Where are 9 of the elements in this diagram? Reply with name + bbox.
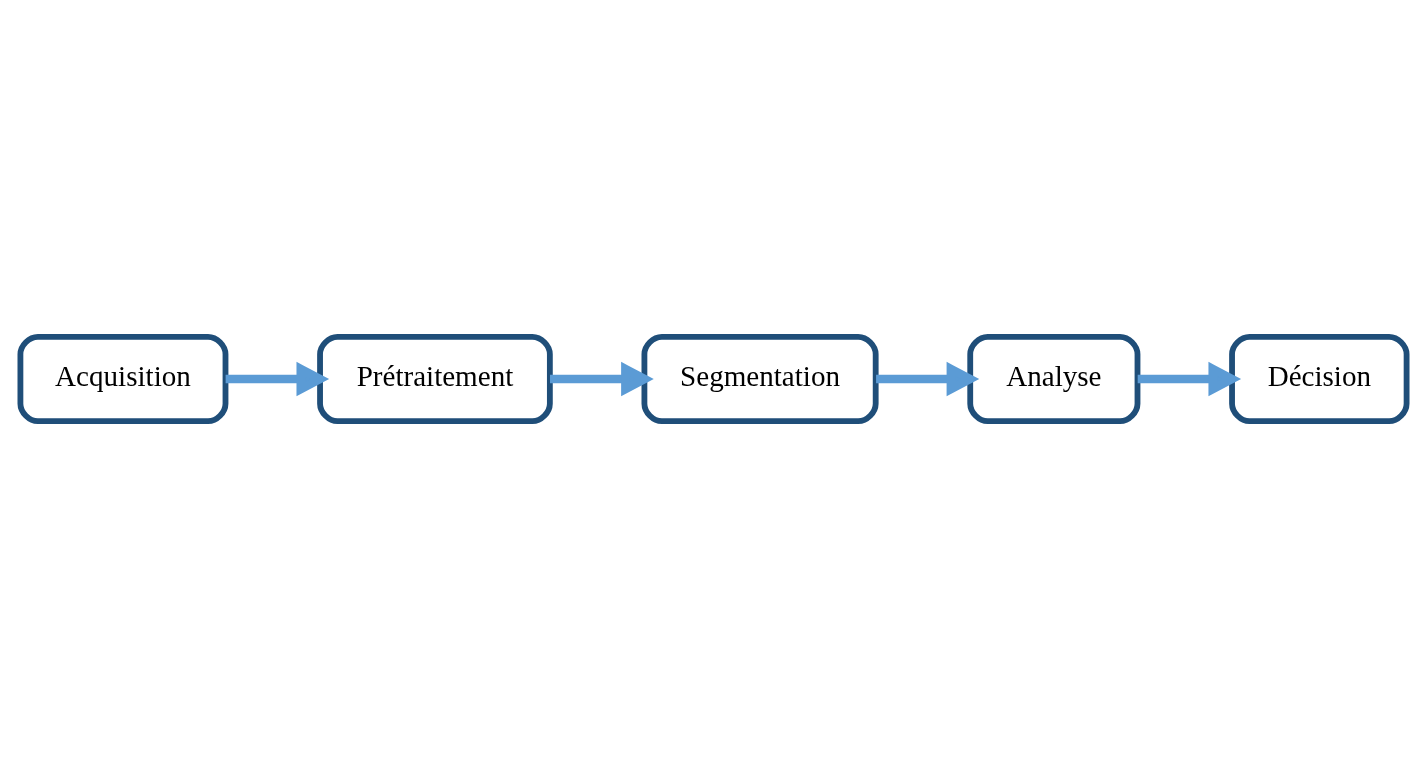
arrow — [876, 361, 980, 397]
node-box: Segmentation — [641, 333, 879, 425]
node-box: Analyse — [967, 333, 1141, 425]
arrow — [1137, 361, 1242, 397]
node-box: Décision — [1229, 333, 1410, 425]
node-box: Acquisition — [17, 333, 229, 425]
arrow — [550, 361, 654, 397]
arrow — [225, 361, 330, 397]
node-box: Prétraitement — [317, 333, 553, 425]
